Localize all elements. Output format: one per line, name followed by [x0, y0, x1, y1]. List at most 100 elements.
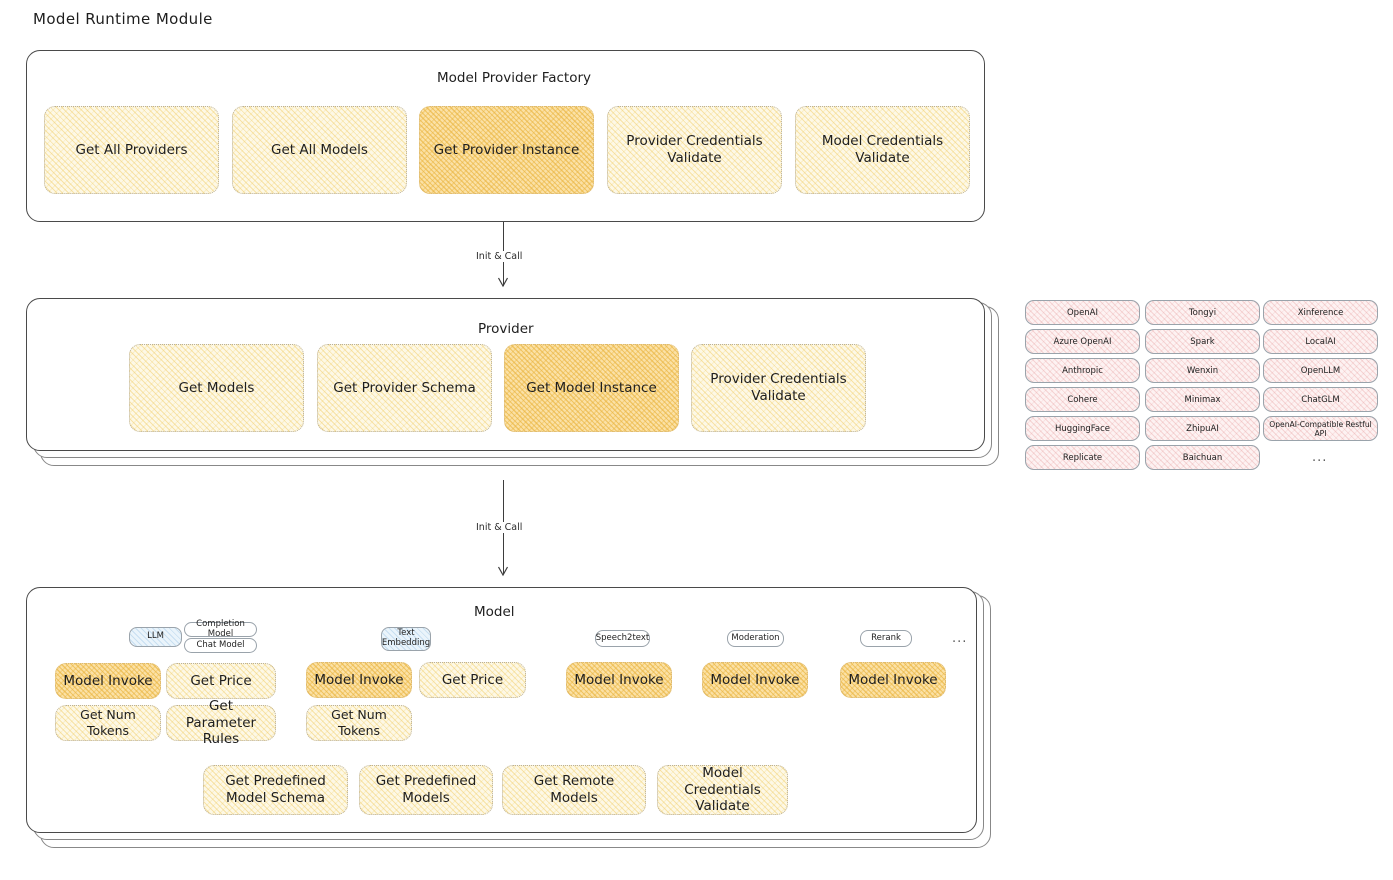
provider-chip-label: Replicate: [1062, 452, 1103, 463]
provider-chip-label: Spark: [1190, 336, 1215, 347]
factory-node-get-all-providers[interactable]: Get All Providers: [44, 106, 219, 194]
node-label: Get All Providers: [75, 141, 188, 158]
page-title: Model Runtime Module: [33, 10, 213, 28]
node-label: Get Models: [178, 379, 255, 396]
badge-label: Speech2text: [595, 632, 650, 643]
arrow-factory-to-provider-label: Init & Call: [472, 251, 527, 262]
node-label: Get Provider Schema: [333, 379, 476, 396]
arrow-head-icon: [497, 277, 509, 288]
node-label: Get Predefined Model Schema: [225, 773, 326, 806]
model-types-more: ...: [952, 631, 968, 646]
node-label: Get Remote Models: [533, 773, 615, 806]
text-embedding-method-get-price[interactable]: Get Price: [419, 662, 526, 698]
node-label: Get Predefined Models: [375, 773, 477, 806]
provider-chip-chatglm[interactable]: ChatGLM: [1263, 387, 1378, 412]
provider-chip-tongyi[interactable]: Tongyi: [1145, 300, 1260, 325]
model-sub-badge-chat-model[interactable]: Chat Model: [184, 638, 257, 653]
node-label: Provider Credentials Validate: [710, 371, 847, 404]
factory-node-get-provider-instance[interactable]: Get Provider Instance: [419, 106, 594, 194]
factory-node-provider-credentials-validate[interactable]: Provider Credentials Validate: [607, 106, 782, 194]
node-label: Get Parameter Rules: [185, 697, 257, 748]
provider-chip-zhipuai[interactable]: ZhipuAI: [1145, 416, 1260, 441]
node-label: Model Invoke: [710, 671, 800, 688]
provider-node-get-models[interactable]: Get Models: [129, 344, 304, 432]
text-embedding-method-get-num-tokens[interactable]: Get Num Tokens: [306, 705, 412, 741]
model-sub-badge-completion-model[interactable]: Completion Model: [184, 618, 257, 639]
model-type-badge-speech2text[interactable]: Speech2text: [595, 630, 650, 647]
node-label: Model Credentials Validate: [821, 133, 944, 166]
text-embedding-method-model-invoke[interactable]: Model Invoke: [306, 662, 412, 698]
badge-label: Chat Model: [196, 639, 245, 650]
provider-list-more: ...: [1312, 450, 1328, 465]
model-title: Model: [474, 604, 515, 620]
provider-chip-azure-openai[interactable]: Azure OpenAI: [1025, 329, 1140, 354]
rerank-method-model-invoke[interactable]: Model Invoke: [840, 662, 946, 698]
badge-label: LLM: [147, 631, 164, 642]
provider-chip-label: Xinference: [1297, 307, 1344, 318]
factory-node-get-all-models[interactable]: Get All Models: [232, 106, 407, 194]
provider-chip-openai-compatible-restful-api[interactable]: OpenAI-Compatible Restful API: [1263, 416, 1378, 441]
model-common-method-get-predefined-models[interactable]: Get Predefined Models: [359, 765, 493, 815]
node-label: Model Invoke: [848, 671, 938, 688]
provider-chip-label: ChatGLM: [1301, 394, 1340, 405]
provider-chip-label: Minimax: [1184, 394, 1221, 405]
model-type-badge-moderation[interactable]: Moderation: [727, 630, 784, 647]
model-common-method-get-predefined-model-schema[interactable]: Get Predefined Model Schema: [203, 765, 348, 815]
provider-chip-label: Baichuan: [1182, 452, 1223, 463]
node-label: Get Num Tokens: [80, 707, 136, 738]
provider-chip-label: Tongyi: [1188, 307, 1217, 318]
node-label: Get Model Instance: [526, 379, 657, 396]
node-label: Get Num Tokens: [331, 707, 387, 738]
moderation-method-model-invoke[interactable]: Model Invoke: [702, 662, 808, 698]
provider-chip-openllm[interactable]: OpenLLM: [1263, 358, 1378, 383]
provider-node-provider-credentials-validate[interactable]: Provider Credentials Validate: [691, 344, 866, 432]
provider-chip-label: OpenAI: [1066, 307, 1099, 318]
provider-chip-minimax[interactable]: Minimax: [1145, 387, 1260, 412]
provider-chip-huggingface[interactable]: HuggingFace: [1025, 416, 1140, 441]
provider-chip-label: Cohere: [1067, 394, 1098, 405]
provider-chip-wenxin[interactable]: Wenxin: [1145, 358, 1260, 383]
badge-label: Completion Model: [196, 618, 245, 639]
provider-chip-label: Azure OpenAI: [1053, 336, 1112, 347]
llm-method-get-parameter-rules[interactable]: Get Parameter Rules: [166, 698, 276, 747]
llm-method-get-num-tokens[interactable]: Get Num Tokens: [55, 705, 161, 741]
provider-chip-localai[interactable]: LocalAI: [1263, 329, 1378, 354]
provider-chip-label: Anthropic: [1062, 365, 1103, 376]
node-label: Get Price: [190, 672, 252, 689]
provider-chip-label: LocalAI: [1305, 336, 1336, 347]
speech2text-method-model-invoke[interactable]: Model Invoke: [566, 662, 672, 698]
provider-chip-anthropic[interactable]: Anthropic: [1025, 358, 1140, 383]
provider-chip-baichuan[interactable]: Baichuan: [1145, 445, 1260, 470]
provider-node-get-model-instance[interactable]: Get Model Instance: [504, 344, 679, 432]
model-type-badge-llm[interactable]: LLM: [129, 627, 182, 647]
provider-chip-cohere[interactable]: Cohere: [1025, 387, 1140, 412]
model-type-badge-rerank[interactable]: Rerank: [860, 630, 912, 647]
model-common-method-get-remote-models[interactable]: Get Remote Models: [502, 765, 646, 815]
provider-chip-label: Wenxin: [1186, 365, 1219, 376]
arrow-provider-to-model-label: Init & Call: [472, 522, 527, 533]
provider-chip-spark[interactable]: Spark: [1145, 329, 1260, 354]
node-label: Model Credentials Validate: [684, 764, 761, 815]
node-label: Get Provider Instance: [433, 141, 580, 158]
model-common-method-model-credentials-validate[interactable]: Model Credentials Validate: [657, 765, 788, 815]
node-label: Model Invoke: [63, 672, 153, 689]
provider-chip-label: OpenAI-Compatible Restful API: [1269, 419, 1372, 438]
provider-node-get-provider-schema[interactable]: Get Provider Schema: [317, 344, 492, 432]
llm-method-model-invoke[interactable]: Model Invoke: [55, 663, 161, 699]
provider-chip-replicate[interactable]: Replicate: [1025, 445, 1140, 470]
badge-label: Rerank: [871, 632, 901, 643]
arrow-head-icon: [497, 566, 509, 577]
model-provider-factory-title: Model Provider Factory: [437, 70, 592, 86]
provider-chip-openai[interactable]: OpenAI: [1025, 300, 1140, 325]
provider-title: Provider: [478, 321, 534, 337]
node-label: Get All Models: [271, 141, 368, 158]
provider-chip-label: OpenLLM: [1300, 365, 1341, 376]
llm-method-get-price[interactable]: Get Price: [166, 663, 276, 699]
factory-node-model-credentials-validate[interactable]: Model Credentials Validate: [795, 106, 970, 194]
node-label: Provider Credentials Validate: [626, 133, 763, 166]
node-label: Model Invoke: [574, 671, 664, 688]
badge-label: Moderation: [731, 632, 780, 643]
provider-chip-xinference[interactable]: Xinference: [1263, 300, 1378, 325]
model-type-badge-text-embedding[interactable]: Text Embedding: [381, 627, 431, 651]
